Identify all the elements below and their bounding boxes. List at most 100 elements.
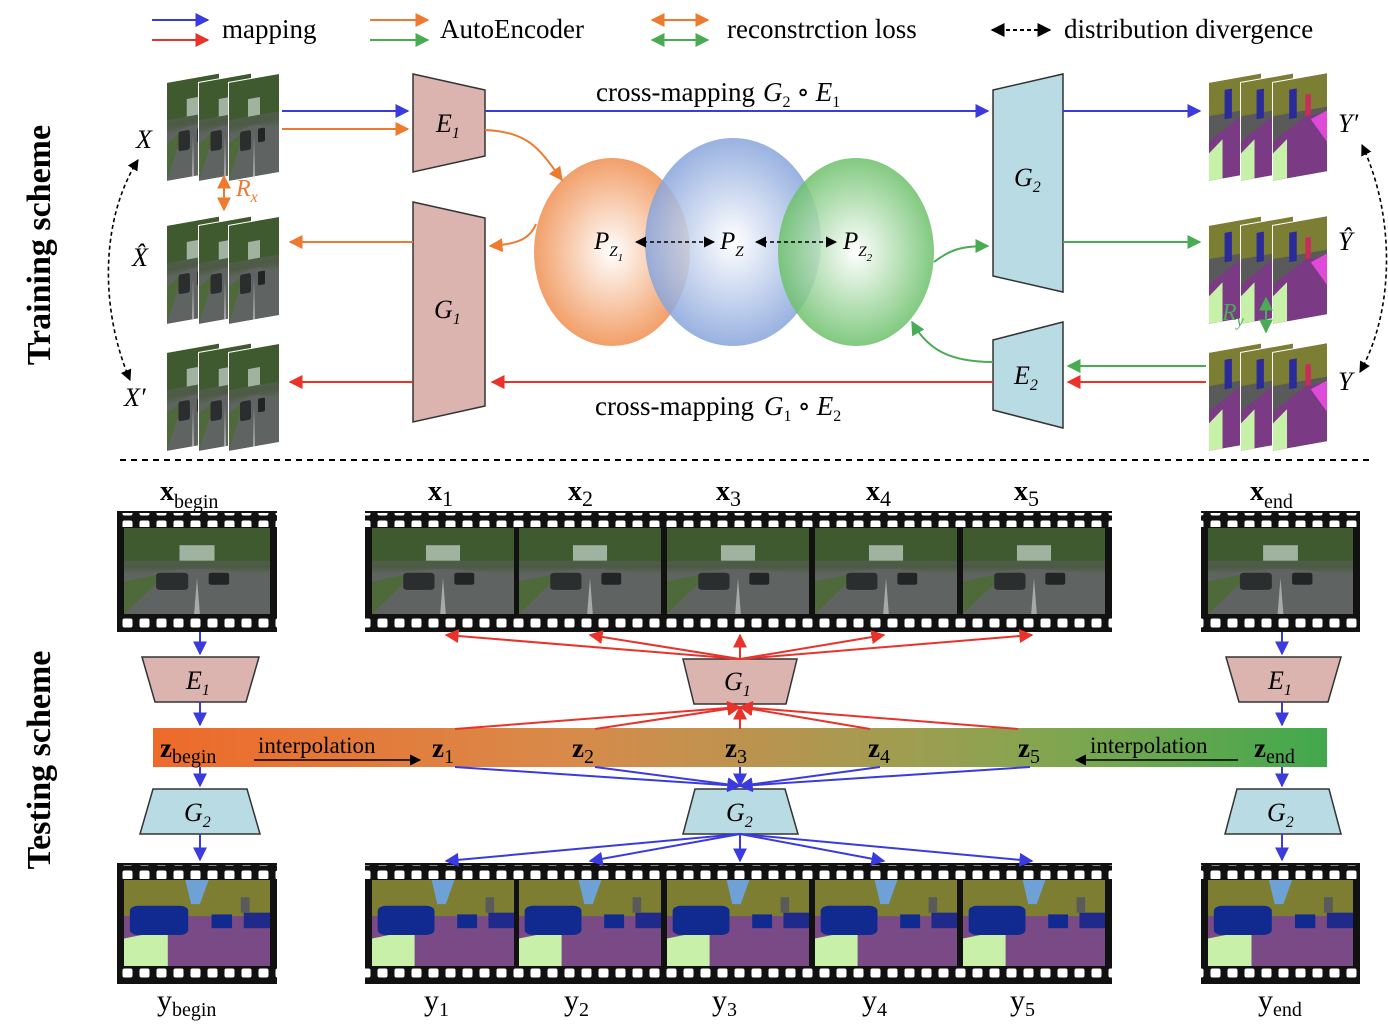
g1-to-x4-arrow [739, 630, 886, 660]
z5-to-g1-arrow [738, 701, 1019, 730]
z4-to-g2-arrow [738, 766, 881, 792]
x2-label: x2 [568, 476, 593, 511]
z4-to-g1-arrow [738, 702, 871, 730]
test-g2-center-block [682, 788, 799, 835]
g2-label: G2 [1014, 163, 1041, 196]
x3-frame [667, 528, 809, 614]
rx-label: Rx [235, 176, 258, 206]
x-begin-filmstrip [117, 511, 277, 632]
legend-recon-label: reconstrction loss [727, 14, 917, 44]
legend-mapping-label: mapping [222, 14, 317, 44]
x3-label: x3 [716, 476, 741, 511]
test-g1-block [682, 658, 798, 705]
interpolation-left-label: interpolation [258, 733, 376, 758]
g1-to-x1-arrow [444, 629, 741, 660]
z-frame-labels: z1 z2 z3 z4 z5 [432, 733, 1040, 768]
x-hat-image-stack [166, 215, 280, 325]
x1-frame [372, 528, 514, 614]
y4-frame [815, 880, 957, 966]
test-e1-left-block [141, 656, 260, 703]
x-prime-label: X′ [123, 383, 146, 412]
pz2-distribution-ellipse [778, 158, 934, 346]
x-image-stack [166, 72, 280, 182]
z1-label: z1 [432, 733, 454, 768]
x4-label: x4 [866, 476, 891, 511]
z-end-label: zend [1254, 733, 1295, 768]
x-divergence-curve [107, 159, 139, 382]
pz1-label: PZ1 [593, 228, 623, 264]
e1-encoder-block [412, 73, 486, 173]
e2-encoder-block [992, 321, 1064, 429]
legend-autoencoder-label: AutoEncoder [440, 14, 584, 44]
g2-generator-block [992, 73, 1064, 293]
pz-label: PZ [719, 228, 744, 260]
y3-label: y3 [712, 984, 737, 1021]
y1-frame [372, 880, 514, 966]
x-end-label: xend [1250, 476, 1293, 513]
x-begin-label: xbegin [160, 476, 218, 513]
g2-to-y4-arrow [739, 833, 886, 866]
z3-label: z3 [725, 733, 747, 768]
x-end-filmstrip [1201, 511, 1360, 632]
z5-label: z5 [1018, 733, 1040, 768]
test-g2-right-label: G2 [1267, 798, 1294, 831]
z1-to-g2-arrow [454, 766, 742, 793]
y-begin-label: ybegin [157, 984, 216, 1021]
ry-label: Ry [1221, 300, 1245, 330]
interpolation-right-label: interpolation [1090, 733, 1208, 758]
test-g1-label: G1 [724, 667, 751, 700]
g2-to-y5-arrow [739, 833, 1034, 867]
g2-to-y1-arrow [444, 833, 741, 867]
test-g2-right-block [1224, 788, 1342, 835]
pz2-label: PZ2 [842, 228, 873, 264]
z4-label: z4 [868, 733, 890, 768]
test-g2-left-label: G2 [184, 798, 211, 831]
x-hat-label: X̂ [131, 243, 149, 272]
pz1-to-g1-arrow [488, 223, 537, 253]
y2-label: y2 [564, 984, 589, 1021]
e2-label: E2 [1013, 361, 1038, 394]
pz-distribution-ellipse [645, 138, 821, 346]
x5-frame [963, 528, 1105, 614]
fan-arrows [444, 629, 1034, 867]
z-begin-label: zbegin [160, 733, 216, 768]
z2-label: z2 [572, 733, 594, 768]
e2-to-pz2-arrow [911, 320, 994, 363]
y-begin-filmstrip [117, 863, 277, 984]
x-prime-image-stack [166, 342, 280, 452]
g1-label: G1 [434, 295, 461, 328]
test-e1-right-block [1225, 656, 1342, 703]
e1-to-pz1-arrow [484, 129, 563, 182]
y-label: Y [1338, 367, 1355, 396]
z1-to-g1-arrow [454, 700, 742, 730]
test-e1-left-label: E1 [185, 666, 210, 699]
y3-frame [667, 880, 809, 966]
test-e1-right-label: E1 [1267, 666, 1292, 699]
e1-label: E1 [435, 109, 460, 142]
y-frames-filmstrip [365, 863, 1112, 984]
x-frames-filmstrip [365, 511, 1112, 632]
x5-label: x5 [1014, 476, 1039, 511]
g1-to-x5-arrow [739, 629, 1034, 660]
legend: mapping AutoEncoder reconstrction loss d… [152, 13, 1313, 47]
y4-label: y4 [862, 984, 887, 1021]
y5-label: y5 [1010, 984, 1035, 1021]
y-end-filmstrip [1201, 863, 1360, 984]
training-scheme-label: Training scheme [21, 125, 58, 365]
g2-to-y2-arrow [588, 833, 741, 866]
y-image-stack [1208, 342, 1328, 452]
z5-to-g2-arrow [738, 766, 1031, 793]
pz2-to-g2-arrow [933, 239, 990, 263]
legend-divergence-label: distribution divergence [1064, 14, 1313, 44]
y2-frame [519, 880, 661, 966]
x4-frame [815, 528, 957, 614]
testing-scheme-label: Testing scheme [21, 651, 58, 870]
y-end-label: yend [1258, 984, 1302, 1021]
z2-to-g2-arrow [594, 766, 742, 792]
g1-generator-block [412, 201, 486, 423]
